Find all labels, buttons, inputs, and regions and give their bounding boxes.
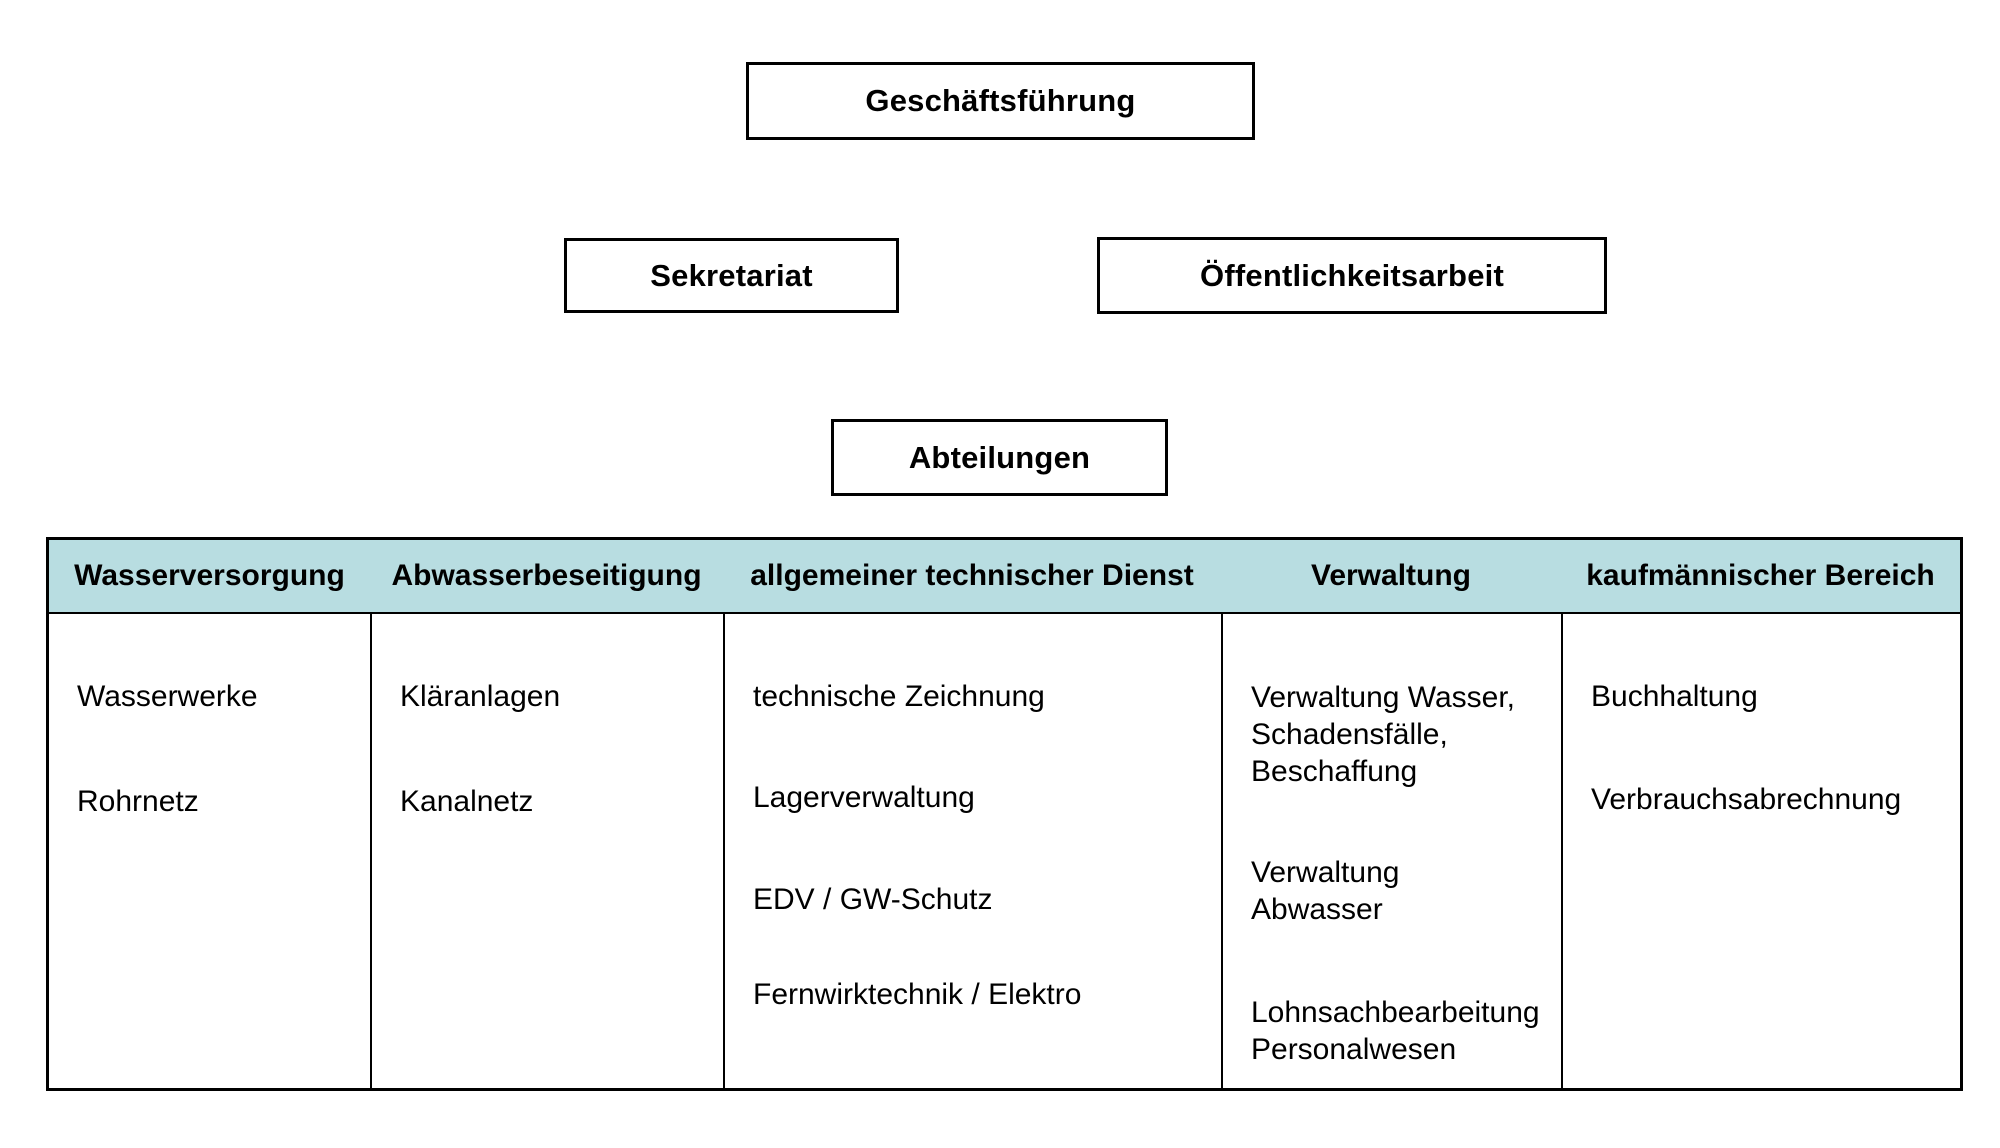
- table-item-line: Schadensfälle,: [1251, 718, 1448, 751]
- management-box: Geschäftsführung: [746, 62, 1255, 140]
- departments-table-body: Wasserwerke Rohrnetz Kläranlagen Kanalne…: [49, 614, 1960, 1088]
- column-wasserversorgung: Wasserwerke Rohrnetz: [49, 614, 370, 1088]
- header-cell-allgemeiner-technischer-dienst: allgemeiner technischer Dienst: [750, 559, 1194, 592]
- table-item: Rohrnetz: [77, 785, 199, 818]
- header-cell-kaufmaennischer-bereich: kaufmännischer Bereich: [1586, 559, 1935, 592]
- table-item-line: Verwaltung Wasser,: [1251, 681, 1516, 714]
- column-verwaltung: Verwaltung Wasser, Schadensfälle, Bescha…: [1221, 614, 1561, 1088]
- table-item: Wasserwerke: [77, 680, 258, 713]
- column-allgemeiner-technischer-dienst: technische Zeichnung Lagerverwaltung EDV…: [723, 614, 1221, 1088]
- secretariat-box: Sekretariat: [564, 238, 899, 313]
- departments-table-header-row: Wasserversorgung Abwasserbeseitigung all…: [49, 540, 1960, 614]
- table-item: Kanalnetz: [400, 785, 534, 818]
- column-abwasserbeseitigung: Kläranlagen Kanalnetz: [370, 614, 723, 1088]
- management-box-label: Geschäftsführung: [865, 83, 1136, 118]
- table-item-line: Lohnsachbearbeitung: [1251, 996, 1540, 1029]
- column-kaufmaennischer-bereich: Buchhaltung Verbrauchsabrechnung: [1561, 614, 1960, 1088]
- table-item-line: Verwaltung: [1251, 856, 1400, 889]
- header-cell-wasserversorgung: Wasserversorgung: [74, 559, 345, 592]
- table-item: Lagerverwaltung: [753, 781, 975, 814]
- departments-table: Wasserversorgung Abwasserbeseitigung all…: [46, 537, 1963, 1091]
- public-relations-box: Öffentlichkeitsarbeit: [1097, 237, 1607, 314]
- table-item: Verbrauchsabrechnung: [1591, 783, 1902, 816]
- table-item: Fernwirktechnik / Elektro: [753, 978, 1082, 1011]
- header-cell-abwasserbeseitigung: Abwasserbeseitigung: [391, 559, 702, 592]
- table-item: Buchhaltung: [1591, 680, 1758, 713]
- table-item-line: Personalwesen: [1251, 1033, 1457, 1066]
- table-item: Verwaltung Wasser, Schadensfälle, Bescha…: [1251, 679, 1553, 790]
- header-cell-verwaltung: Verwaltung: [1310, 559, 1472, 592]
- departments-box: Abteilungen: [831, 419, 1168, 496]
- table-item-line: Abwasser: [1251, 893, 1383, 926]
- table-item: EDV / GW-Schutz: [753, 883, 993, 916]
- departments-box-label: Abteilungen: [908, 439, 1091, 475]
- table-item: Kläranlagen: [400, 680, 561, 713]
- table-item: Lohnsachbearbeitung Personalwesen: [1251, 994, 1553, 1068]
- table-item: Verwaltung Abwasser: [1251, 854, 1553, 928]
- public-relations-box-label: Öffentlichkeitsarbeit: [1200, 257, 1504, 293]
- secretariat-box-label: Sekretariat: [650, 257, 813, 293]
- table-item-line: Beschaffung: [1251, 755, 1418, 788]
- table-item: technische Zeichnung: [753, 680, 1045, 713]
